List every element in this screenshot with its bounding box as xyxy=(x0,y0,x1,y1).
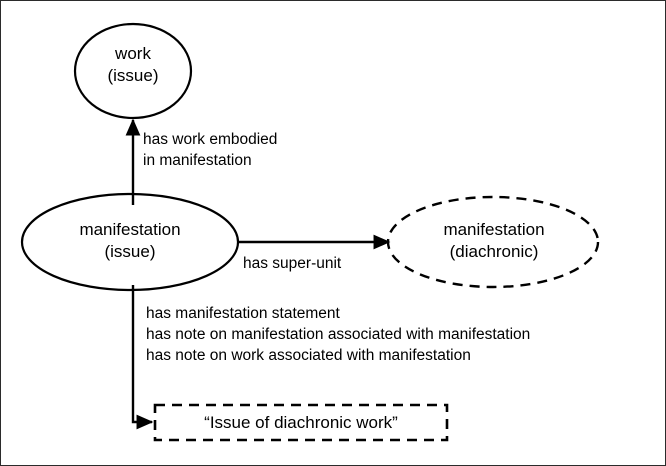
node-manifestation-issue xyxy=(20,192,240,292)
node-work-issue xyxy=(73,22,193,120)
edge-statements-arrow xyxy=(131,285,154,430)
node-manifestation-diachronic xyxy=(386,195,600,289)
node-issue-of-diachronic-work xyxy=(153,403,449,442)
